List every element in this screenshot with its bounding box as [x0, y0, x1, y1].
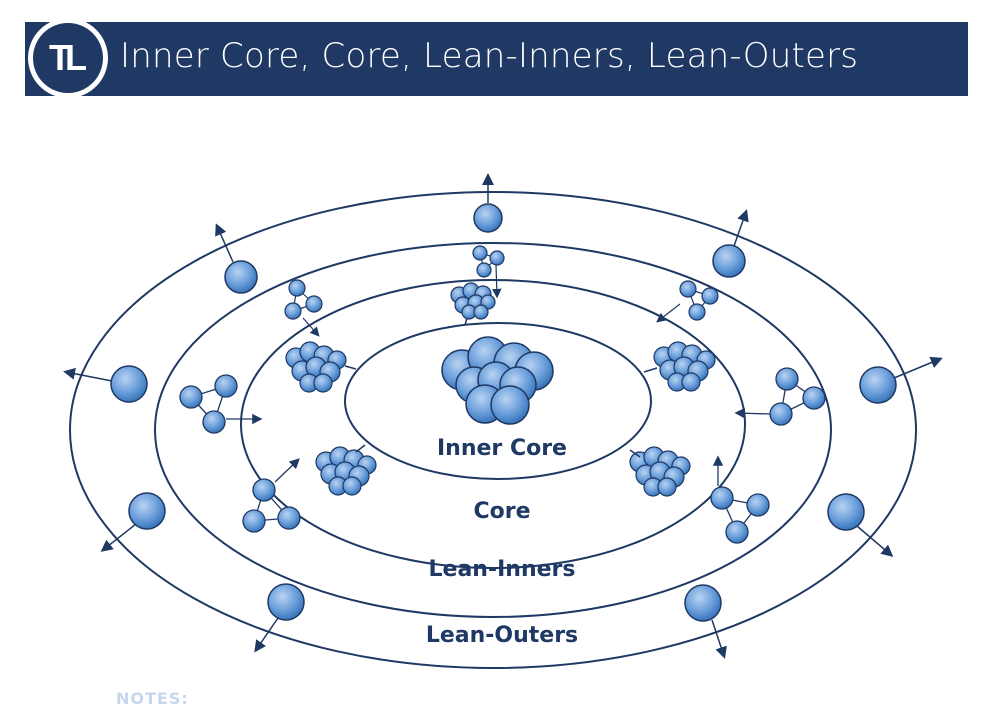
label-lean-outers: Lean-Outers [426, 623, 578, 648]
ring-labels: Inner Core Core Lean-Inners Lean-Outers [426, 436, 578, 648]
core-cluster-upper-right [653, 341, 716, 392]
core-connectors [344, 317, 658, 458]
triad-left [179, 374, 263, 434]
outer-node-lower-right [827, 493, 894, 557]
core-cluster-upper-left [285, 341, 347, 393]
ring-lean-outers [69, 191, 917, 669]
label-lean-inners: Lean-Inners [429, 557, 576, 582]
tl-logo: TL [28, 18, 108, 98]
title-banner [25, 22, 968, 96]
triad-upper-right [656, 280, 719, 323]
triad-top [472, 245, 505, 299]
ring-inner-core [344, 322, 652, 480]
triad-lower-right [710, 455, 770, 544]
ring-lean-inners [154, 242, 832, 618]
label-core: Core [473, 499, 530, 524]
core-cluster-top [450, 282, 496, 320]
outer-node-bottom-left [254, 583, 305, 653]
outer-node-top [473, 173, 503, 233]
logo-text: TL [49, 37, 87, 78]
triad-lower-left [242, 458, 301, 533]
lean-inner-groups [179, 245, 826, 544]
rings [69, 191, 917, 669]
outer-node-left [63, 365, 148, 403]
outer-node-bottom-right [684, 584, 727, 659]
triad-upper-left [284, 279, 323, 337]
inner-core-cluster [441, 336, 554, 425]
page-title: Inner Core, Core, Lean-Inners, Lean-Oute… [120, 36, 859, 76]
outer-node-right [859, 356, 943, 404]
outer-node-lower-left [100, 492, 166, 552]
ring-core [240, 279, 746, 569]
label-inner-core: Inner Core [437, 436, 567, 461]
outer-node-upper-right [712, 209, 749, 278]
core-cluster-lower-left [315, 446, 377, 496]
core-clusters [285, 282, 716, 497]
triad-right [734, 367, 826, 426]
outer-node-upper-left [215, 223, 258, 294]
core-cluster-lower-right [629, 446, 691, 497]
lean-outer-nodes [63, 173, 943, 659]
